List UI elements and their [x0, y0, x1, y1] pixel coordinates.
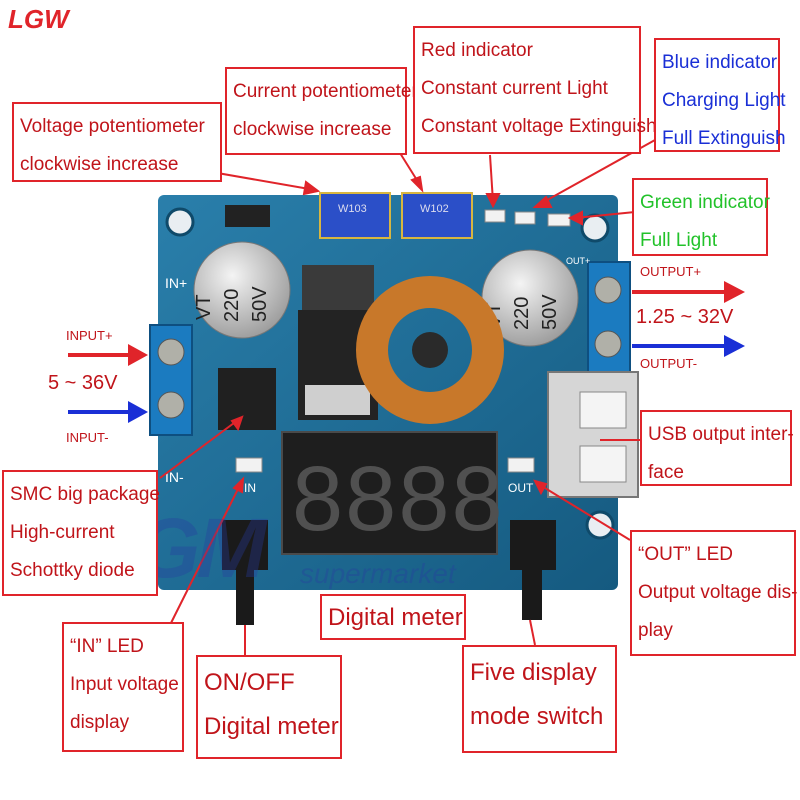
callout-line: Blue indicator — [662, 52, 778, 73]
callout-line: Constant current Light — [421, 78, 608, 99]
input-minus-label: INPUT- — [66, 430, 109, 445]
callout-line: play — [638, 620, 673, 641]
callout-five-mode-switch: Five display mode switch — [462, 645, 617, 753]
usb-slot-1 — [579, 391, 627, 429]
callout-line: Five display — [470, 659, 597, 686]
callout-line: Current potentiometer — [233, 81, 418, 102]
callout-line: Full Light — [640, 230, 718, 251]
mode-button-base — [510, 520, 556, 570]
callout-green-indicator: Green indicator Full Light — [632, 178, 770, 256]
onoff-button-base — [222, 520, 268, 570]
callout-red-indicator: Red indicator Constant current Light Con… — [413, 26, 657, 154]
input-screw-2 — [157, 391, 185, 419]
cap1-text-3: 50V — [249, 286, 271, 322]
callout-schottky-diode: SMC big package High-current Schottky di… — [2, 470, 160, 596]
callout-line: Output voltage dis- — [638, 582, 798, 603]
mount-hole-tr — [580, 213, 610, 243]
callout-line: face — [648, 462, 684, 483]
out-led-label: OUT — [508, 481, 534, 495]
callout-line: clockwise increase — [20, 154, 179, 175]
input-plus-label: INPUT+ — [66, 328, 113, 343]
green-led — [547, 213, 571, 227]
top-chip — [225, 205, 270, 227]
callout-line: USB output inter- — [648, 424, 794, 445]
callout-line: ON/OFF — [204, 669, 295, 696]
callout-line: Input voltage — [70, 674, 179, 695]
usb-slot-2 — [579, 445, 627, 483]
callout-line: Red indicator — [421, 40, 533, 61]
regulator-tab — [302, 265, 374, 310]
callout-line: “OUT” LED — [638, 544, 733, 565]
leader-lines — [159, 139, 656, 655]
callout-line: “IN” LED — [70, 636, 144, 657]
callout-line: High-current — [10, 522, 115, 543]
callout-voltage-potentiometer: Voltage potentiometer clockwise increase — [12, 102, 222, 182]
callout-out-led: “OUT” LED Output voltage dis- play — [630, 530, 798, 656]
blue-led — [514, 211, 536, 225]
callout-line: SMC big package — [10, 484, 160, 505]
out-plus-label: OUT+ — [566, 256, 590, 266]
display-digits: 8888 — [292, 448, 505, 550]
out-led — [507, 457, 535, 473]
pot2-text: W102 — [420, 203, 449, 215]
mode-button-stem — [522, 570, 542, 620]
voltage-potentiometer — [319, 192, 391, 239]
output-plus-label: OUTPUT+ — [640, 264, 702, 279]
seven-seg-display — [281, 431, 498, 555]
in-led — [235, 457, 263, 473]
in-led-label: IN — [244, 481, 256, 495]
regulator-pad — [305, 385, 370, 415]
brand-logo: LGW — [8, 4, 69, 34]
cap2-text-3: 50V — [539, 294, 561, 330]
callout-blue-indicator: Blue indicator Charging Light Full Extin… — [654, 38, 786, 152]
callout-on-off: ON/OFF Digital meter — [196, 655, 342, 759]
callout-line: Charging Light — [662, 90, 786, 111]
callout-line: mode switch — [470, 703, 604, 730]
callout-digital-meter: Digital meter — [320, 594, 466, 640]
callout-line: Constant voltage Extinguish — [421, 116, 657, 137]
toroid-inductor — [356, 276, 504, 424]
red-led — [484, 209, 506, 223]
current-potentiometer — [401, 192, 473, 239]
toroid-core — [412, 332, 448, 368]
input-capacitor — [193, 241, 291, 339]
callout-line: Voltage potentiometer — [20, 116, 205, 137]
in-minus-label: IN- — [165, 469, 184, 485]
callout-current-potentiometer: Current potentiometer clockwise increase — [225, 67, 418, 155]
callout-line: Full Extinguish — [662, 128, 786, 149]
callout-line: Digital meter — [328, 604, 463, 631]
cap1-text-1: VT — [193, 294, 215, 320]
cap1-text-2: 220 — [221, 289, 243, 322]
callout-line: Schottky diode — [10, 560, 135, 581]
in-plus-label: IN+ — [165, 275, 187, 291]
mount-hole-tl — [165, 207, 195, 237]
input-screw-1 — [157, 338, 185, 366]
callout-line: Green indicator — [640, 192, 770, 213]
onoff-button-stem — [236, 570, 254, 625]
output-minus-label: OUTPUT- — [640, 356, 698, 371]
output-range-label: 1.25 ~ 32V — [636, 306, 734, 328]
io-arrows — [68, 281, 745, 423]
callout-usb-output: USB output inter- face — [640, 410, 794, 486]
callout-in-led: “IN” LED Input voltage display — [62, 622, 184, 752]
callout-line: clockwise increase — [233, 119, 392, 140]
schottky-diode — [218, 368, 276, 430]
input-range-label: 5 ~ 36V — [48, 372, 118, 394]
callout-line: Digital meter — [204, 713, 339, 740]
cap2-text-2: 220 — [511, 297, 533, 330]
output-screw-1 — [594, 276, 622, 304]
pot1-text: W103 — [338, 203, 367, 215]
output-screw-2 — [594, 330, 622, 358]
watermark-text: supermarket — [300, 558, 456, 589]
callout-line: display — [70, 712, 130, 733]
